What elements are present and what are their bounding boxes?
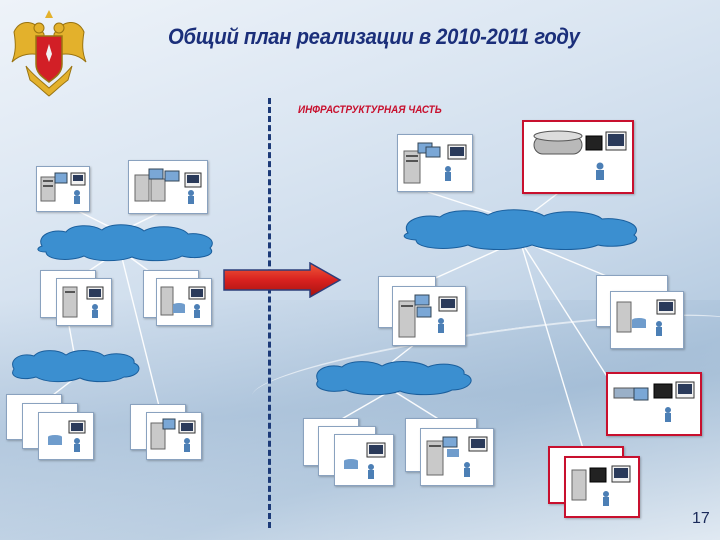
node-workstation-group [38, 412, 94, 460]
node-server-group [128, 160, 208, 214]
network-cloud-icon [403, 209, 638, 250]
transition-arrow-icon [223, 262, 342, 298]
node-workstation-group [420, 428, 494, 486]
database-icon [344, 442, 386, 479]
node-server-group [36, 166, 90, 212]
server-rack-icon [40, 172, 86, 204]
server-rack-icon [150, 418, 196, 452]
node-highlighted [606, 372, 702, 436]
server-rack-icon [398, 294, 458, 338]
database-icon [616, 299, 676, 336]
network-cloud-icon [316, 361, 472, 396]
dashed-divider [268, 98, 271, 528]
node-workstation-group [146, 412, 202, 460]
node-workstation-group [56, 278, 112, 326]
node-workstation-group [610, 291, 684, 349]
server-rack-icon [403, 142, 467, 184]
database-icon [613, 381, 695, 422]
node-workstation-group [156, 278, 212, 326]
slide-title: Общий план реализации в 2010-2011 году [168, 24, 580, 49]
node-highlighted [564, 456, 640, 518]
coat-of-arms-emblem [11, 10, 87, 97]
network-cloud-icon [12, 350, 140, 383]
monitor-icon [571, 465, 631, 506]
database-icon [160, 286, 206, 318]
node-workstation-group [334, 434, 394, 486]
page-number: 17 [692, 510, 710, 527]
server-rack-icon [134, 168, 202, 204]
database-icon [48, 420, 86, 452]
database-icon [533, 130, 627, 180]
node-datacenter-highlighted [522, 120, 634, 194]
server-rack-icon [62, 286, 104, 318]
node-server-group [397, 134, 473, 192]
network-cloud-icon [37, 224, 213, 262]
node-server-group [392, 286, 466, 346]
section-label: ИНФРАСТРУКТУРНАЯ ЧАСТЬ [298, 104, 442, 116]
server-rack-icon [426, 436, 488, 477]
